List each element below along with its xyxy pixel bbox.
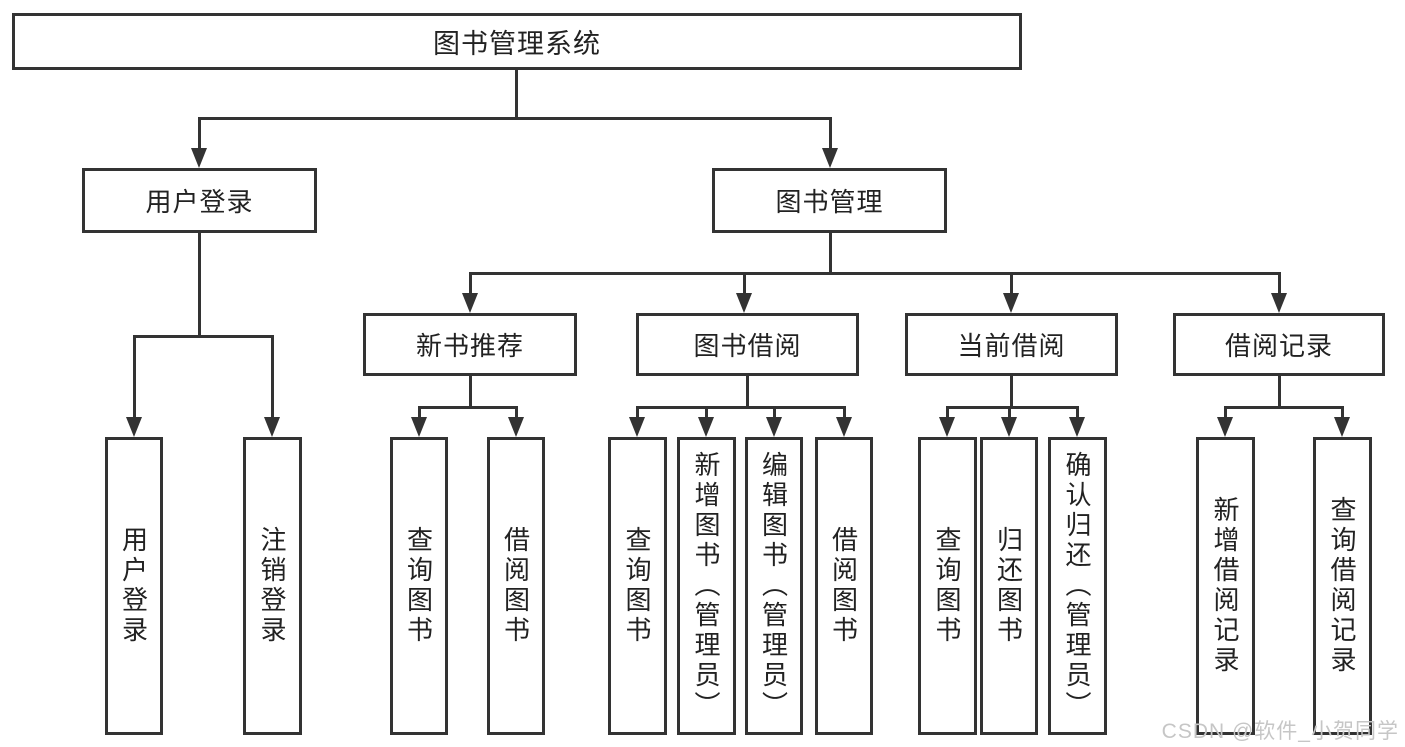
connector-vline: [746, 376, 749, 409]
connector-userlogin-vline: [198, 233, 201, 338]
leaf-label: 归还图书: [993, 526, 1024, 646]
leaf-label: 确认归还（管理员）: [1062, 451, 1092, 721]
connector-stem: [1278, 272, 1281, 294]
arrowhead-icon: [1271, 293, 1287, 313]
connector-stem: [1076, 406, 1079, 419]
leaf-label: 借阅图书: [828, 526, 859, 646]
leaf-borrow-books-recommend: 借阅图书: [487, 437, 545, 735]
connector-stem: [515, 406, 518, 419]
connector-bookmgmt-hbar: [469, 272, 1281, 275]
leaf-return-books: 归还图书: [980, 437, 1038, 735]
connector-root-hbar: [198, 117, 832, 120]
arrowhead-icon: [629, 417, 645, 437]
node-label: 图书借阅: [693, 331, 802, 361]
arrowhead-icon: [1069, 417, 1085, 437]
leaf-add-books-admin: 新增图书（管理员）: [677, 437, 736, 735]
arrowhead-icon: [1003, 293, 1019, 313]
connector-bookmgmt-vline: [829, 233, 832, 275]
connector-stem: [271, 335, 274, 419]
leaf-label: 查询图书: [932, 526, 962, 646]
node-new-book-recommendation: 新书推荐: [363, 313, 577, 376]
leaf-query-books-recommend: 查询图书: [390, 437, 448, 735]
leaf-user-login: 用户登录: [105, 437, 163, 735]
arrowhead-icon: [1001, 417, 1017, 437]
node-user-login: 用户登录: [82, 168, 317, 233]
connector-stem: [843, 406, 846, 419]
node-current-borrowing: 当前借阅: [905, 313, 1118, 376]
arrowhead-icon: [508, 417, 524, 437]
connector-stem: [1008, 406, 1011, 419]
leaf-query-books-borrowing: 查询图书: [608, 437, 667, 735]
arrowhead-icon: [766, 417, 782, 437]
arrowhead-icon: [822, 148, 838, 168]
node-label: 图书管理: [775, 187, 884, 217]
leaf-label: 用户登录: [118, 526, 149, 646]
leaf-label: 新增图书（管理员）: [691, 451, 721, 721]
node-label: 新书推荐: [415, 331, 524, 361]
leaf-label: 查询图书: [622, 526, 652, 646]
connector-stem: [773, 406, 776, 419]
connector-stem: [198, 117, 201, 150]
connector-stem: [418, 406, 421, 419]
node-label: 当前借阅: [957, 331, 1066, 361]
leaf-label: 注销登录: [257, 526, 287, 646]
connector-vline: [469, 376, 472, 409]
arrowhead-icon: [411, 417, 427, 437]
arrowhead-icon: [836, 417, 852, 437]
arrowhead-icon: [126, 417, 142, 437]
connector-hbar: [946, 406, 1079, 409]
connector-vline: [1278, 376, 1281, 409]
connector-stem: [469, 272, 472, 294]
leaf-edit-books-admin: 编辑图书（管理员）: [745, 437, 803, 735]
leaf-add-borrow-record: 新增借阅记录: [1196, 437, 1255, 735]
connector-vline: [1010, 376, 1013, 409]
leaf-label: 查询图书: [403, 526, 434, 646]
arrowhead-icon: [939, 417, 955, 437]
watermark: CSDN @软件_小贺同学: [1161, 720, 1399, 743]
node-library-management-system: 图书管理系统: [12, 13, 1022, 70]
leaf-query-books-current: 查询图书: [918, 437, 977, 735]
connector-stem: [743, 272, 746, 294]
node-label: 用户登录: [145, 187, 254, 217]
connector-stem: [1341, 406, 1344, 419]
leaf-label: 新增借阅记录: [1210, 496, 1240, 676]
arrowhead-icon: [698, 417, 714, 437]
node-book-management: 图书管理: [712, 168, 947, 233]
connector-userlogin-hbar: [133, 335, 274, 338]
connector-stem: [705, 406, 708, 419]
connector-stem: [133, 335, 136, 419]
leaf-label: 查询借阅记录: [1327, 496, 1357, 676]
node-borrowing-records: 借阅记录: [1173, 313, 1385, 376]
leaf-borrow-books: 借阅图书: [815, 437, 873, 735]
node-book-borrowing: 图书借阅: [636, 313, 859, 376]
leaf-query-borrow-record: 查询借阅记录: [1313, 437, 1372, 735]
node-label: 图书管理系统: [433, 29, 601, 59]
arrowhead-icon: [264, 417, 280, 437]
connector-stem: [636, 406, 639, 419]
leaf-logout: 注销登录: [243, 437, 302, 735]
arrowhead-icon: [462, 293, 478, 313]
connector-hbar: [636, 406, 846, 409]
leaf-label: 借阅图书: [500, 526, 531, 646]
connector-stem: [946, 406, 949, 419]
leaf-confirm-return-admin: 确认归还（管理员）: [1048, 437, 1107, 735]
connector-hbar: [418, 406, 518, 409]
arrowhead-icon: [1334, 417, 1350, 437]
connector-stem: [1010, 272, 1013, 294]
connector-hbar: [1224, 406, 1344, 409]
node-label: 借阅记录: [1224, 331, 1333, 361]
connector-root-vline: [515, 70, 518, 120]
leaf-label: 编辑图书（管理员）: [758, 451, 789, 721]
connector-stem: [829, 117, 832, 150]
arrowhead-icon: [736, 293, 752, 313]
connector-stem: [1224, 406, 1227, 419]
arrowhead-icon: [1217, 417, 1233, 437]
arrowhead-icon: [191, 148, 207, 168]
